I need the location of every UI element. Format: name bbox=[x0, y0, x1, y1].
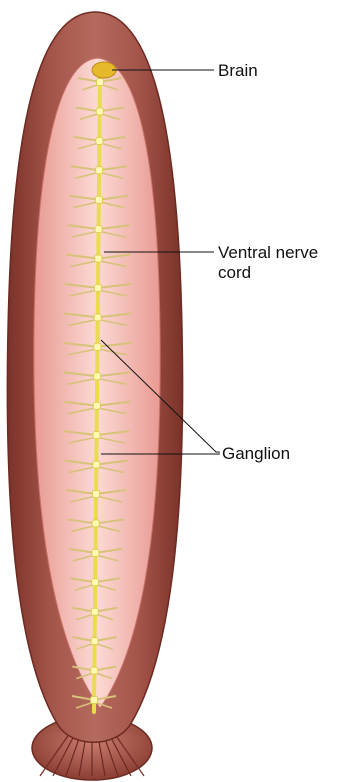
ganglion bbox=[97, 79, 104, 86]
ganglion bbox=[93, 402, 100, 409]
ganglion bbox=[95, 285, 102, 292]
ganglion bbox=[91, 697, 98, 704]
ganglion bbox=[91, 608, 98, 615]
ganglion bbox=[93, 461, 100, 468]
ganglion bbox=[95, 196, 102, 203]
ganglion bbox=[93, 491, 100, 498]
ventral-nerve-cord-label-line2: cord bbox=[218, 263, 251, 282]
ganglion bbox=[96, 137, 103, 144]
ganglion bbox=[94, 373, 101, 380]
ganglion bbox=[93, 432, 100, 439]
ganglion bbox=[91, 638, 98, 645]
ganglion bbox=[92, 520, 99, 527]
ganglion bbox=[94, 314, 101, 321]
ganglion bbox=[96, 167, 103, 174]
ganglion bbox=[95, 255, 102, 262]
ganglion bbox=[94, 343, 101, 350]
ganglion bbox=[96, 108, 103, 115]
ganglion bbox=[91, 667, 98, 674]
ganglion bbox=[95, 226, 102, 233]
ganglion bbox=[92, 579, 99, 586]
ganglion bbox=[92, 549, 99, 556]
ganglion-label: Ganglion bbox=[222, 444, 290, 463]
ventral-nerve-cord-label-line1: Ventral nerve bbox=[218, 243, 318, 262]
brain-label: Brain bbox=[218, 61, 258, 80]
